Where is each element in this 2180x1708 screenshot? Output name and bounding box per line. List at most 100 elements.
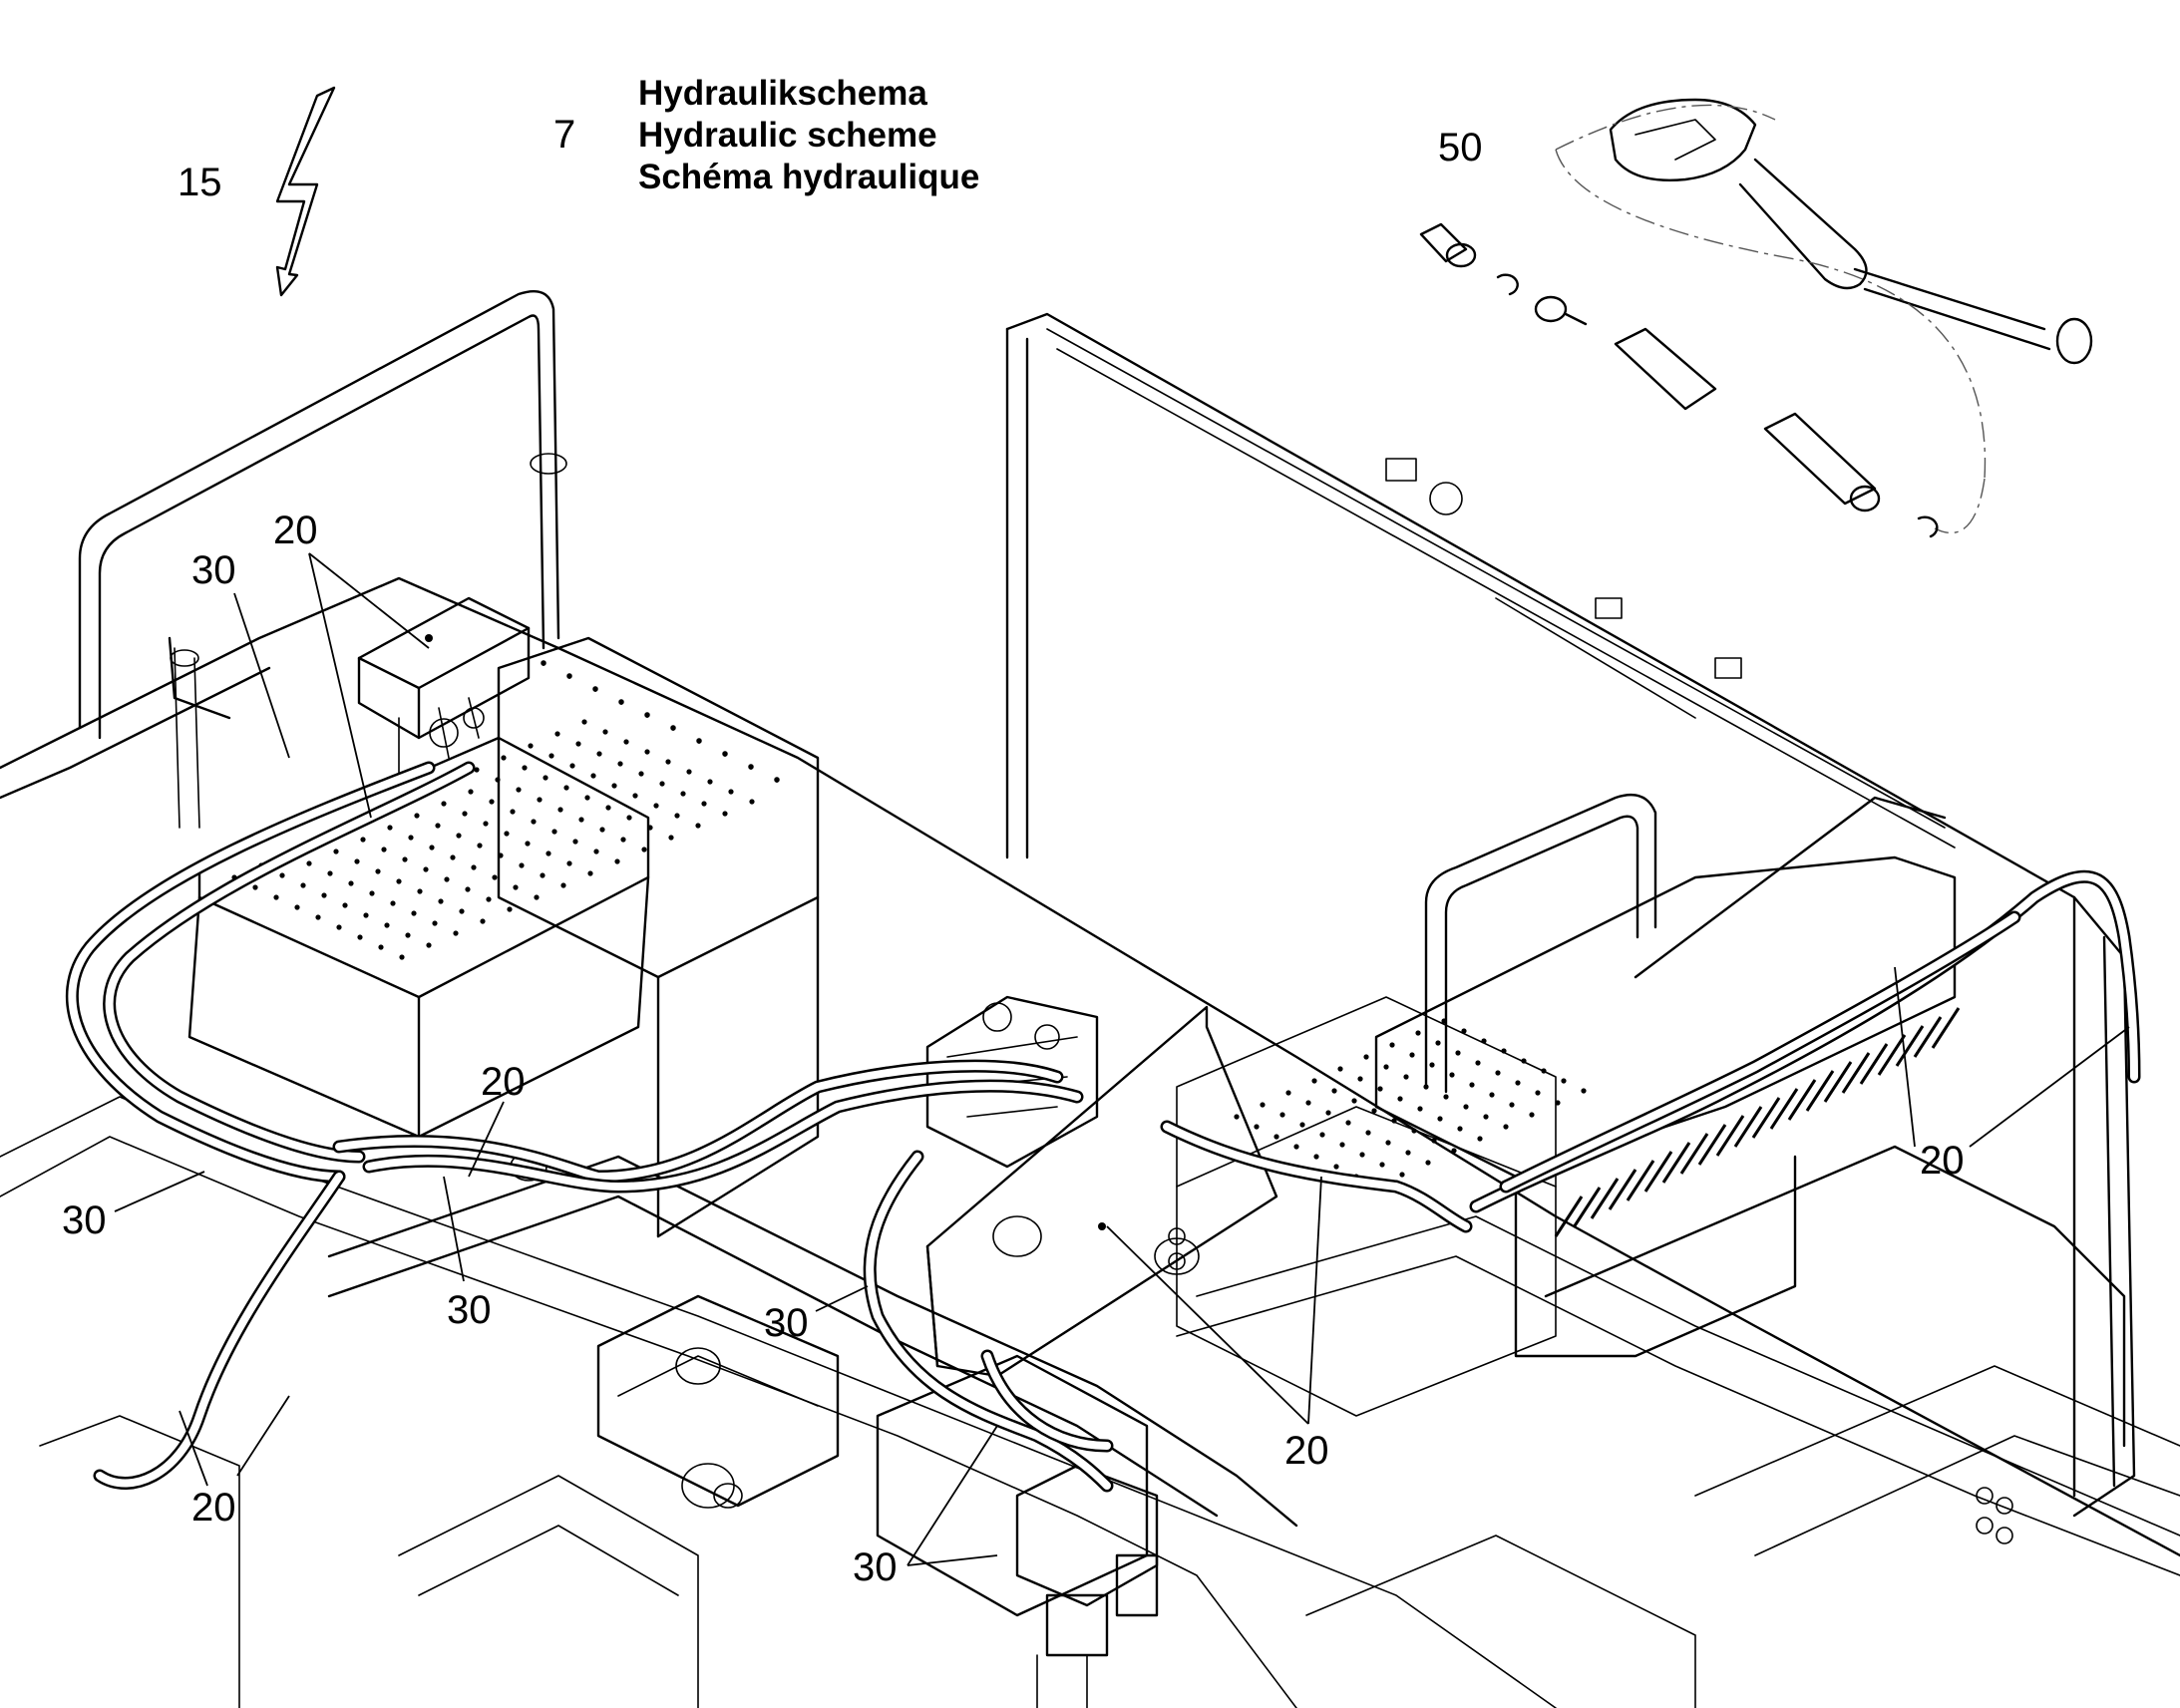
- perforation-hole: [1437, 1116, 1443, 1122]
- perforation-hole: [605, 805, 611, 811]
- perforation-hole: [1385, 1140, 1391, 1146]
- callout-30-mid: 30: [447, 1288, 492, 1332]
- perforation-hole: [626, 815, 632, 821]
- perforation-hole: [327, 870, 333, 876]
- perforation-hole: [749, 799, 755, 805]
- lightning-bolt-icon: [275, 86, 336, 297]
- perforation-hole: [456, 833, 462, 839]
- leader-lines: [114, 552, 2130, 1566]
- perforation-hole: [1325, 1110, 1331, 1116]
- grille-slat: [1859, 1043, 1889, 1085]
- perforation-hole: [632, 793, 638, 799]
- callout-20-top: 20: [273, 509, 318, 552]
- perforation-hole: [592, 686, 598, 692]
- hoses: [65, 761, 2141, 1493]
- perforation-hole: [1299, 1122, 1305, 1128]
- perforation-hole: [1475, 1060, 1481, 1066]
- perforation-hole: [1469, 1082, 1475, 1088]
- perforation-hole: [354, 858, 360, 864]
- perforation-hole: [1383, 1064, 1389, 1070]
- callout-30-bottom: 30: [853, 1545, 898, 1589]
- grille-slat: [1805, 1070, 1835, 1112]
- perforation-hole: [695, 823, 701, 829]
- perforation-hole: [1503, 1124, 1509, 1130]
- perforation-hole: [342, 902, 348, 908]
- perforation-hole: [653, 803, 659, 809]
- perforation-hole: [1495, 1070, 1501, 1076]
- perforation-hole: [477, 843, 483, 849]
- perforation-hole: [336, 924, 342, 930]
- perforation-hole: [1279, 1112, 1285, 1118]
- perforation-hole: [483, 821, 489, 827]
- perforation-hole: [417, 888, 423, 894]
- perforation-hole: [498, 853, 504, 858]
- radiator-panel: [1005, 312, 2136, 1518]
- callout-30-top: 30: [191, 548, 236, 592]
- perforation-hole: [363, 912, 369, 918]
- perforation-hole: [1273, 1134, 1279, 1140]
- grille-slat: [1626, 1160, 1655, 1201]
- perforation-hole: [489, 799, 495, 805]
- perforation-hole: [1363, 1054, 1369, 1060]
- perforation-hole: [686, 769, 692, 775]
- perforation-hole: [375, 868, 381, 874]
- perforation-hole: [1389, 1042, 1395, 1048]
- callout-20-right: 20: [1920, 1139, 1965, 1183]
- perforation-hole: [1305, 1100, 1311, 1106]
- perforation-right: [541, 660, 1587, 1190]
- perforation-hole: [1379, 1162, 1385, 1168]
- perforation-hole: [405, 932, 411, 938]
- perforation-hole: [596, 751, 602, 757]
- perforation-hole: [486, 896, 492, 902]
- perforation-hole: [659, 781, 665, 787]
- callout-7: 7: [553, 113, 575, 157]
- perforation-hole: [543, 775, 548, 781]
- perforation-hole: [1449, 1072, 1455, 1078]
- perforation-hole: [294, 904, 300, 910]
- perforation-hole: [1359, 1152, 1365, 1158]
- perforation-hole: [1477, 1136, 1483, 1142]
- perforation-hole: [638, 771, 644, 777]
- perforation-hole: [728, 789, 734, 795]
- perforation-hole: [617, 761, 623, 767]
- title-line-1: Hydraulikschema: [638, 74, 927, 113]
- grille-slat: [1913, 1016, 1943, 1058]
- perforation-hole: [620, 837, 626, 843]
- lower-valve-block: [1015, 1464, 1159, 1708]
- callout-20-center: 20: [1284, 1429, 1329, 1473]
- perforation-hole: [468, 789, 474, 795]
- perforation-hole: [516, 787, 522, 793]
- perforation-hole: [321, 892, 327, 898]
- perforation-hole: [1397, 1096, 1403, 1102]
- perforation-hole: [378, 944, 384, 950]
- grille-slat: [1715, 1115, 1745, 1157]
- perforation-hole: [537, 797, 543, 803]
- grille-slat: [1787, 1079, 1817, 1121]
- perforation-hole: [1345, 1120, 1351, 1126]
- perforation-hole: [1463, 1104, 1469, 1110]
- perforation-hole: [1331, 1088, 1337, 1094]
- grille-slat: [1643, 1151, 1673, 1193]
- grille: [1554, 1007, 1961, 1237]
- perforation-hole: [315, 914, 321, 920]
- perforation-hole: [748, 764, 754, 770]
- perforation-hole: [1357, 1076, 1363, 1082]
- perforation-hole: [507, 906, 513, 912]
- perforation-hole: [1371, 1108, 1377, 1114]
- grille-slat: [1590, 1178, 1620, 1219]
- title-block: Hydraulikschema Hydraulic scheme Schéma …: [638, 74, 979, 196]
- battery-box-left: [187, 636, 1587, 1238]
- perforation-hole: [432, 920, 438, 926]
- perforation-hole: [566, 673, 572, 679]
- perforation-hole: [1425, 1160, 1431, 1166]
- perforation-hole: [492, 874, 498, 880]
- perforation-hole: [701, 801, 707, 807]
- chassis-frame: [0, 576, 2180, 1708]
- perforation-hole: [707, 779, 713, 785]
- perforation-hole: [501, 755, 507, 761]
- perforation-hole: [644, 712, 650, 718]
- perforation-hole: [599, 827, 605, 833]
- perforation-hole: [510, 809, 516, 815]
- perforation-hole: [1581, 1088, 1587, 1094]
- perforation-hole: [411, 910, 417, 916]
